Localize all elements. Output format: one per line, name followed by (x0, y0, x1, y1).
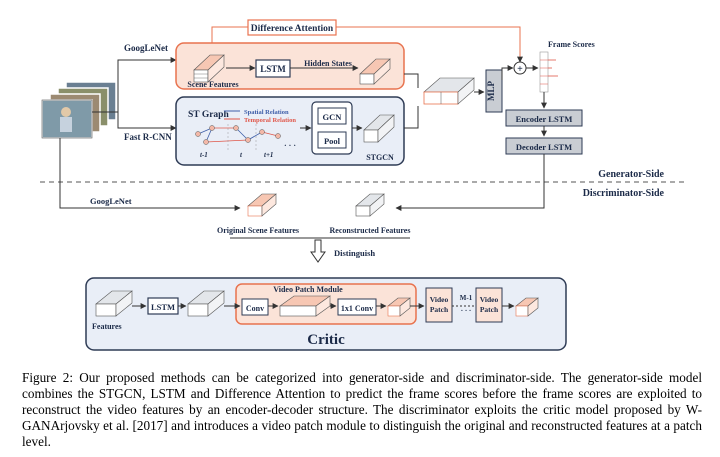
stgcn-feature-stack (363, 114, 395, 143)
difference-attention-block: Difference Attention (247, 19, 337, 36)
m-minus-1-label: M-1 (460, 294, 473, 302)
googlenet-disc-label: GoogLeNet (90, 196, 132, 206)
encoder-lstm-block: Encoder LSTM (505, 109, 583, 127)
st-graph-label: ST Graph (188, 110, 229, 120)
discriminator-side-label: Discriminator-Side (583, 188, 665, 199)
original-scene-features-label: Original Scene Features (217, 226, 299, 235)
patch-dots: · · · (461, 307, 472, 315)
critic-features-label: Features (92, 322, 122, 331)
generator-side-label: Generator-Side (598, 169, 664, 180)
scene-feature-stack (193, 54, 225, 83)
st-graph (195, 124, 281, 150)
t-plus-1-label: t+1 (264, 151, 273, 159)
scene-features-panel: Scene Features LSTM Hidden States (175, 42, 405, 90)
googlenet-label: GoogLeNet (124, 43, 168, 53)
frame-scores-bar (539, 51, 558, 93)
hidden-states-label: Hidden States (304, 59, 352, 68)
reconstructed-features-label: Reconstructed Features (330, 226, 411, 235)
critic-panel: Features LSTM Video Patch Module Conv 1x… (85, 277, 567, 351)
critic-input-stack (95, 290, 133, 317)
pool-label: Pool (324, 136, 341, 146)
critic-hidden-stack (187, 290, 225, 317)
figure-caption: Figure 2: Our proposed methods can be ca… (22, 370, 702, 449)
distinguish-arrow (310, 239, 326, 263)
patch-feature-stack (279, 295, 331, 317)
frame-scores-label: Frame Scores (548, 40, 595, 49)
temporal-relation-label: Temporal Relation (244, 117, 296, 124)
distinguish-label: Distinguish (334, 248, 375, 258)
fast-rcnn-label: Fast R-CNN (124, 132, 172, 142)
lstm-scene-label: LSTM (260, 64, 286, 74)
critic-output-stack (515, 297, 539, 317)
reconstructed-features-stack (355, 193, 385, 217)
scene-features-label: Scene Features (187, 80, 238, 89)
mlp-block: MLP (485, 69, 503, 113)
t-label: t (240, 151, 243, 159)
decoder-lstm-label: Decoder LSTM (516, 142, 572, 152)
gcn-label: GCN (323, 112, 343, 122)
graph-ellipsis: · · · (284, 141, 296, 150)
stgcn-panel: ST Graph Spatial Relation Temporal Relat… (175, 96, 405, 166)
video-patch-module-label: Video Patch Module (273, 285, 343, 294)
decoder-lstm-block: Decoder LSTM (505, 137, 583, 155)
hidden-state-stack (359, 58, 391, 85)
stgcn-label: STGCN (366, 153, 394, 162)
t-minus-1-label: t-1 (200, 151, 208, 159)
plus-node: + (513, 61, 527, 75)
plus-label: + (517, 64, 523, 75)
method-diagram: GoogLeNet Fast R-CNN Difference Attentio… (40, 19, 684, 351)
critic-title: Critic (307, 332, 345, 348)
difference-attention-label: Difference Attention (251, 24, 334, 34)
critic-conv-label: Conv (246, 304, 264, 313)
critic-lstm-label: LSTM (151, 302, 175, 312)
critic-1x1conv-label: 1x1 Conv (341, 304, 373, 313)
mlp-label: MLP (486, 81, 496, 101)
combined-feature-stack (423, 77, 475, 105)
encoder-lstm-label: Encoder LSTM (516, 114, 573, 124)
video-frames-icon (41, 81, 117, 139)
original-scene-features-stack (247, 193, 277, 217)
patch-output-stack (387, 297, 411, 317)
spatial-relation-label: Spatial Relation (244, 109, 289, 116)
